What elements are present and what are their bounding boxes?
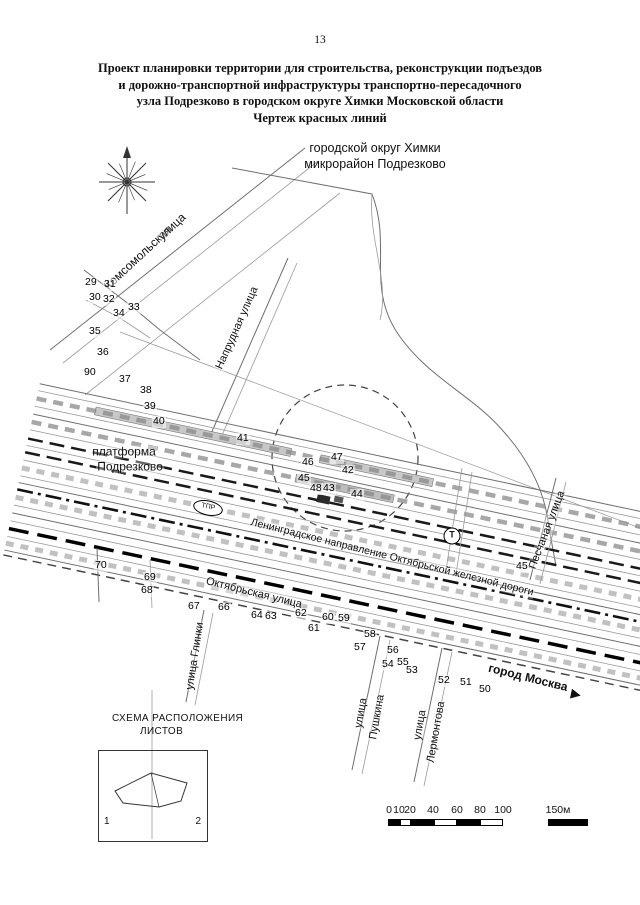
scalebar-tick-label: 80: [474, 804, 486, 816]
scalebar-tick-label: 10: [393, 804, 405, 816]
region-label-line-2: микрорайон Подрезково: [304, 157, 446, 171]
layout-schema-title-line-1: СХЕМА РАСПОЛОЖЕНИЯ: [112, 713, 244, 724]
scalebar-tick-label: 20: [404, 804, 416, 816]
layout-schema-diagram: [114, 751, 188, 839]
building-rect: [333, 495, 344, 504]
sheet-number-1: 1: [104, 816, 110, 827]
document-title: Проект планировки территории для строите…: [40, 60, 600, 126]
transit-station-letter: Т: [449, 529, 455, 540]
region-label-line-1: городской округ Химки: [309, 141, 441, 155]
document-title-line-3: узла Подрезково в городском округе Химки…: [136, 94, 504, 108]
tpr-marker-label: ТПР: [200, 502, 216, 512]
document-title-line-2: и дорожно-транспортной инфраструктуры тр…: [118, 77, 522, 92]
compass-rose-icon: [99, 146, 155, 214]
region-label: городской округ Химки микрорайон Подрезк…: [260, 140, 490, 172]
layout-schema-box: 1 2: [98, 750, 208, 842]
scalebar-graphic: [388, 819, 598, 826]
document-title-line-1: Проект планировки территории для строите…: [97, 61, 543, 75]
layout-schema-title: СХЕМА РАСПОЛОЖЕНИЯ ЛИСТОВ: [112, 712, 243, 738]
sheet-number-2: 2: [195, 816, 201, 827]
transit-station-marker: Т: [443, 527, 461, 545]
layout-schema-title-line-2: ЛИСТОВ: [140, 726, 184, 737]
station-area-dashed-circle: [271, 384, 419, 532]
scalebar-tick-label: 150м: [545, 804, 571, 816]
scalebar-tick-label: 0: [386, 804, 392, 816]
scalebar-tick-label: 100: [494, 804, 512, 816]
page-number: 13: [314, 34, 326, 46]
document-title-line-4: Чертеж красных линий: [253, 110, 387, 125]
rail-corridor: [3, 383, 640, 693]
scalebar-tick-label: 60: [451, 804, 463, 816]
scalebar-tick-label: 40: [427, 804, 439, 816]
building-rect: [316, 494, 331, 505]
